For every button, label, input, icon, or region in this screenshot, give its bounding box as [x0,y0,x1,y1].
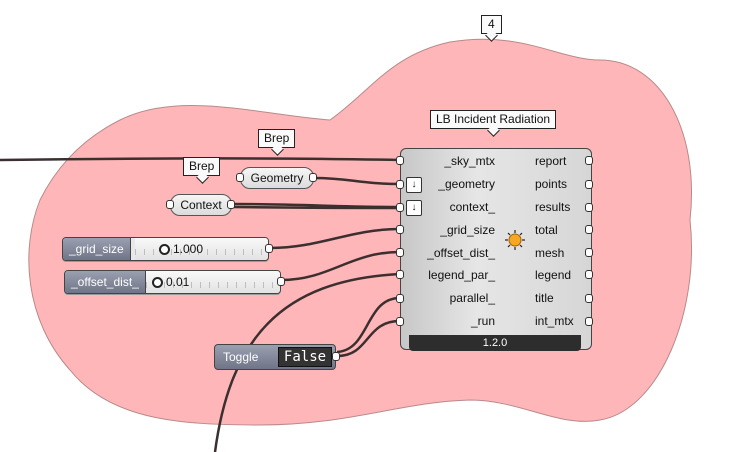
toggle-state[interactable]: False [278,347,332,367]
port-in-3[interactable] [396,225,404,234]
brep-callout-top-text: Brep [264,131,290,145]
context-input-port[interactable] [166,200,174,209]
slider-grip[interactable] [152,277,163,288]
output-mesh[interactable]: mesh [535,246,565,260]
input-parallel[interactable]: parallel_ [449,291,495,305]
output-int-mtx[interactable]: int_mtx [535,314,574,328]
input-context[interactable]: context_ [449,200,495,214]
input-legend-par[interactable]: legend_par_ [428,268,495,282]
port-in-2[interactable] [396,203,404,212]
slider-ticks [135,249,268,255]
offset-dist-slider[interactable]: _offset_dist_ 0.01 [64,270,281,294]
flatten-arrow-icon[interactable]: ↓ [406,200,422,216]
output-title[interactable]: title [535,291,554,305]
input-run[interactable]: _run [470,314,495,328]
context-param[interactable]: Context [170,194,232,216]
port-in-7[interactable] [396,317,404,326]
wire-legend-par [213,272,401,452]
port-in-6[interactable] [396,294,404,303]
port-out-2[interactable] [585,203,593,212]
sun-icon [505,230,525,250]
port-out-4[interactable] [585,248,593,257]
wire-context-b [232,205,401,210]
toggle-output-port[interactable] [332,352,340,361]
component-title-text: LB Incident Radiation [436,112,551,126]
wire-offset-dist [280,250,401,282]
toggle-component[interactable]: Toggle False [214,344,336,370]
context-output-port[interactable] [227,200,235,209]
slider-grip[interactable] [159,244,170,255]
port-in-5[interactable] [396,270,404,279]
grid-size-slider-value: 1.000 [173,242,204,256]
port-out-1[interactable] [585,180,593,189]
brep-callout-top: Brep [258,129,296,156]
input-grid-size[interactable]: _grid_size [440,223,495,237]
slider-track[interactable]: 1.000 [135,238,268,260]
port-out-7[interactable] [585,317,593,326]
output-report[interactable]: report [535,154,567,168]
input-offset-dist[interactable]: _offset_dist_ [427,246,495,260]
group-count-text: 4 [488,17,495,31]
geometry-input-port[interactable] [236,173,244,182]
port-out-3[interactable] [585,225,593,234]
port-out-5[interactable] [585,270,593,279]
input-geometry[interactable]: _geometry [438,177,495,191]
brep-callout-left-text: Brep [189,159,215,173]
flatten-arrow-icon[interactable]: ↓ [406,177,422,193]
offset-dist-output-port[interactable] [277,277,285,286]
port-in-1[interactable] [396,180,404,189]
output-points[interactable]: points [535,177,568,191]
wire-grid-size [269,227,401,250]
wire-geometry [313,176,401,186]
component-title-callout: LB Incident Radiation [430,110,557,137]
offset-dist-slider-value: 0.01 [166,275,190,289]
port-in-4[interactable] [396,248,404,257]
grid-size-slider[interactable]: _grid_size 1.000 [62,237,269,261]
group-count-badge: 4 [481,15,502,42]
grid-size-slider-label: _grid_size [63,238,131,260]
slider-track[interactable]: 0.01 [146,271,280,293]
wire-run [336,319,401,358]
context-param-label: Context [180,198,222,212]
component-version-label: 1.2.0 [409,335,581,351]
port-out-0[interactable] [585,156,593,165]
brep-callout-left: Brep [183,157,221,184]
input-sky-mtx[interactable]: _sky_mtx [444,154,495,168]
toggle-label: Toggle [223,350,259,364]
wire-parallel [336,296,401,354]
geometry-param[interactable]: Geometry [240,167,314,189]
incident-radiation-component[interactable]: _sky_mtx _geometry context_ _grid_size _… [400,148,592,350]
slider-ticks [146,282,280,288]
geometry-param-label: Geometry [250,171,304,185]
port-out-6[interactable] [585,294,593,303]
output-total[interactable]: total [535,223,558,237]
offset-dist-slider-label: _offset_dist_ [65,271,146,293]
output-results[interactable]: results [535,200,571,214]
grid-size-output-port[interactable] [265,244,273,253]
geometry-output-port[interactable] [309,173,317,182]
port-in-0[interactable] [396,156,404,165]
output-legend[interactable]: legend [535,268,572,282]
